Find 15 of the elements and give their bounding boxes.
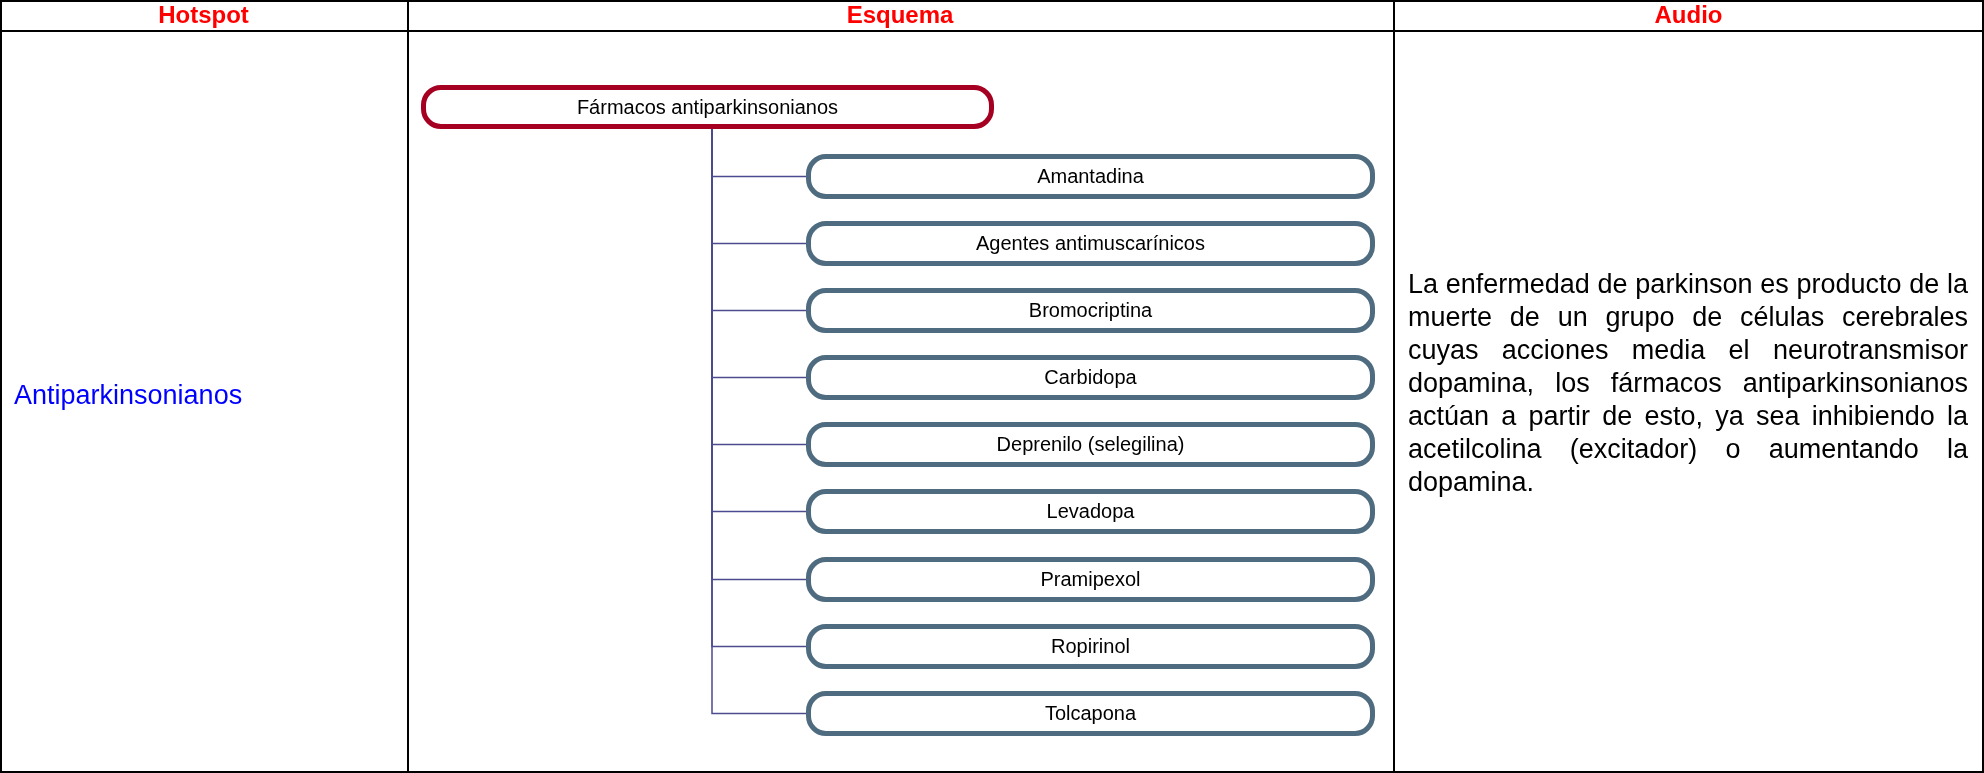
column-header: Audio [1653,1,1724,29]
child-box: Levadopa [806,489,1375,534]
root-box: Fármacos antiparkinsonianos [421,85,994,129]
child-box: Amantadina [806,154,1375,199]
child-box: Agentes antimuscarínicos [806,221,1375,266]
child-box: Bromocriptina [806,288,1375,333]
child-box: Tolcapona [806,691,1375,736]
child-box: Deprenilo (selegilina) [806,422,1375,467]
column-header: Hotspot [157,1,250,29]
child-box: Pramipexol [806,557,1375,602]
child-box: Ropirinol [806,624,1375,669]
hotspot-label: Antiparkinsonianos [14,380,243,411]
child-box: Carbidopa [806,355,1375,400]
audio-text: La enfermedad de parkinson es producto de la muerte de un grupo de células cerebrales cuyas acciones media el neurotransmisor dopamina, los fármacos antiparkinsonianos actúan a partir de esto, ya sea inhibiendo la acetilcolina (excitador) o aumentando la dopamina. [1408,268,1968,499]
column-header: Esquema [845,1,955,29]
